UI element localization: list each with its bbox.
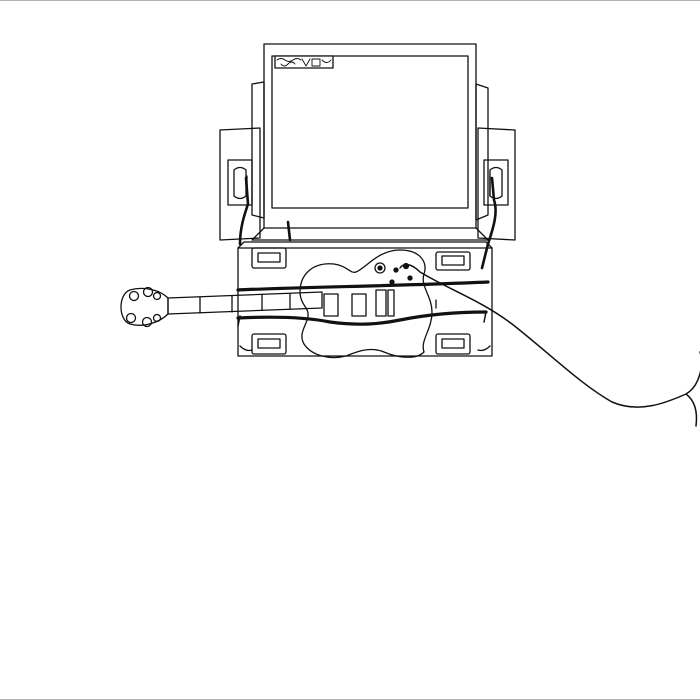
strap-lower: [236, 310, 488, 327]
amp-cable-left: [238, 176, 250, 246]
amp-cable-center: [286, 220, 292, 242]
case-latch-top-left: [251, 247, 287, 269]
amp-cable-right: [480, 176, 497, 270]
amp-side-panel-right: [477, 127, 516, 241]
guitar-neck: [167, 291, 323, 315]
guitar-cable: [399, 263, 700, 427]
amplifier-head: [251, 43, 489, 241]
guitar-controls: [374, 262, 437, 309]
top-border: [0, 0, 700, 1]
case-latch-bottom-left: [251, 333, 287, 355]
case-latch-bottom-right: [435, 333, 471, 355]
amplifier-sticker: [274, 55, 334, 69]
case-latch-top-right: [435, 251, 471, 271]
guitar-headstock: [120, 286, 169, 328]
strap-upper: [236, 280, 490, 292]
guitar-body: [299, 249, 433, 359]
amp-side-panel-left: [219, 127, 261, 241]
guitar-pickups: [323, 289, 395, 317]
